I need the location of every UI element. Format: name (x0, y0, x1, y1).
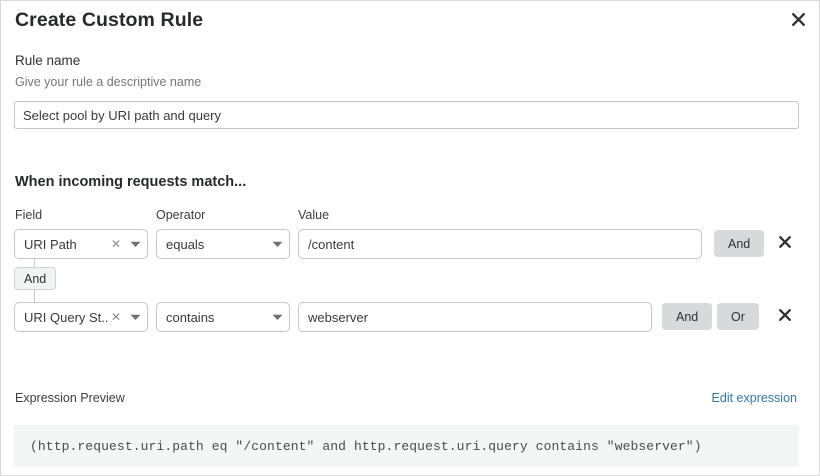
rule-name-label: Rule name (15, 53, 81, 68)
remove-condition-button-row-1[interactable] (774, 232, 796, 254)
condition-row: URI Path ✕ equals And (1, 229, 819, 259)
field-select-row-2[interactable]: URI Query St... ✕ (14, 302, 148, 332)
operator-select-value: equals (166, 236, 205, 252)
close-icon (791, 12, 806, 27)
condition-row: URI Query St... ✕ contains And Or (1, 302, 819, 332)
remove-condition-button-row-2[interactable] (774, 305, 796, 327)
or-button-row-2[interactable]: Or (717, 303, 759, 330)
expression-preview-label: Expression Preview (15, 391, 125, 405)
edit-expression-link[interactable]: Edit expression (711, 391, 797, 405)
operator-select-row-1[interactable]: equals (156, 229, 290, 259)
field-select-value: URI Query St... (24, 309, 109, 325)
operator-select-row-2[interactable]: contains (156, 302, 290, 332)
rule-name-input[interactable] (14, 101, 799, 129)
field-select-row-1[interactable]: URI Path ✕ (14, 229, 148, 259)
close-icon (778, 308, 792, 325)
value-input-row-1[interactable] (298, 229, 702, 259)
logic-connector: And (14, 259, 104, 303)
expression-preview-box: (http.request.uri.path eq "/content" and… (14, 425, 799, 467)
page-title: Create Custom Rule (15, 9, 204, 31)
clear-icon[interactable]: ✕ (110, 237, 122, 251)
expression-preview-text: (http.request.uri.path eq "/content" and… (30, 438, 702, 454)
and-button-row-1[interactable]: And (714, 230, 765, 257)
column-header-value: Value (298, 208, 330, 222)
column-header-field: Field (15, 208, 43, 222)
column-header-operator: Operator (156, 208, 206, 222)
operator-select-value: contains (166, 309, 215, 325)
value-input-row-2[interactable] (298, 302, 652, 332)
clear-icon[interactable]: ✕ (110, 310, 122, 324)
chevron-down-icon[interactable] (265, 314, 289, 321)
match-section-heading: When incoming requests match... (15, 174, 247, 190)
field-select-value: URI Path (24, 236, 77, 252)
and-button-row-2[interactable]: And (662, 303, 713, 330)
rule-name-hint: Give your rule a descriptive name (15, 75, 202, 89)
chevron-down-icon[interactable] (123, 314, 147, 321)
close-icon (778, 235, 792, 252)
chevron-down-icon[interactable] (265, 241, 289, 248)
close-modal-button[interactable] (786, 7, 810, 31)
chevron-down-icon[interactable] (123, 241, 147, 248)
connector-and-chip[interactable]: And (14, 267, 57, 290)
